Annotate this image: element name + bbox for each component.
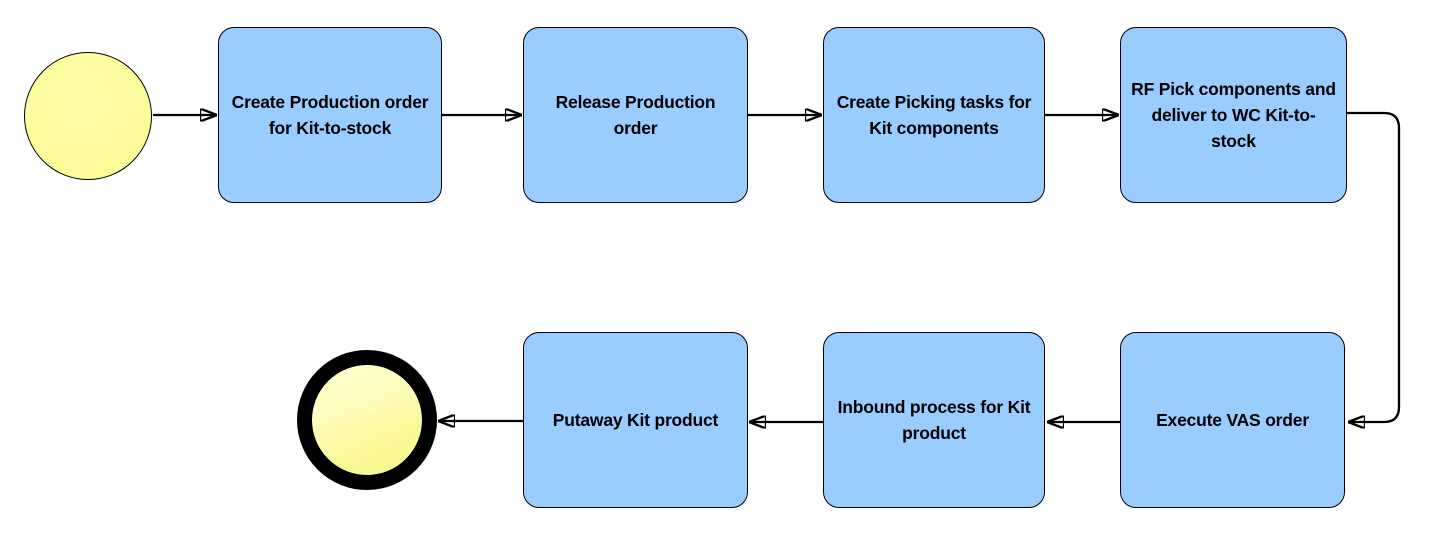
task-label: Putaway Kit product [552,410,719,430]
task-label: Release Production order [555,92,716,138]
task-release-production-order: Release Production order [523,27,748,203]
task-label: Inbound process for Kit product [837,397,1031,443]
task-rf-pick-components: RF Pick components and deliver to WC Kit… [1120,27,1347,203]
task-create-production-order: Create Production order for Kit-to-stock [218,27,442,203]
arrow-rf-pick-to-execute-vas [1347,111,1401,422]
task-create-picking-tasks: Create Picking tasks for Kit components [823,27,1045,203]
task-putaway-kit-product: Putaway Kit product [523,332,748,508]
task-label: Execute VAS order [1156,410,1309,430]
end-event-circle [297,350,437,490]
task-inbound-process: Inbound process for Kit product [823,332,1045,508]
task-execute-vas-order: Execute VAS order [1120,332,1345,508]
task-label: Create Production order for Kit-to-stock [231,92,429,138]
task-label: RF Pick components and deliver to WC Kit… [1131,79,1336,151]
task-label: Create Picking tasks for Kit components [836,92,1032,138]
start-event-circle [24,52,152,180]
